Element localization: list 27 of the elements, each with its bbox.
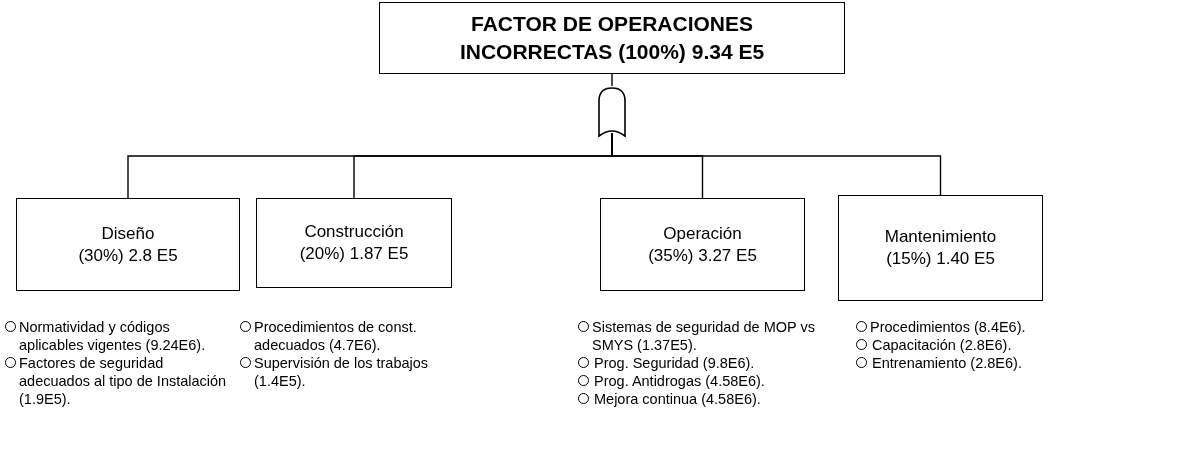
event-value: (20%) 1.87 E5 bbox=[299, 243, 409, 265]
basic-event-text: Procedimientos de const. adecuados (4.7E6). bbox=[254, 318, 418, 354]
event-box bbox=[600, 198, 805, 291]
event-name: Mantenimiento bbox=[884, 226, 997, 248]
basic-event-text: Entrenamiento (2.8E6). bbox=[872, 354, 1022, 372]
basic-event-text: Factores de seguridad adecuados al tipo de Instalación (1.9E5). bbox=[19, 354, 228, 408]
event-box bbox=[256, 198, 452, 288]
event-value: (35%) 3.27 E5 bbox=[648, 244, 757, 267]
top-event-box bbox=[379, 2, 845, 74]
basic-event-text: Supervisión de los trabajos (1.4E5). bbox=[254, 354, 430, 390]
basic-event-text: Sistemas de seguridad de MOP vs SMYS (1.37E5). bbox=[592, 318, 816, 354]
or-gate-symbol bbox=[597, 86, 627, 138]
event-name: Construcción bbox=[304, 221, 404, 243]
event-value: (30%) 2.8 E5 bbox=[78, 244, 178, 267]
basic-event-text: Prog. Seguridad (9.8E6). bbox=[594, 354, 755, 372]
basic-event-text: Prog. Antidrogas (4.58E6). bbox=[594, 372, 765, 390]
basic-event-text: Mejora continua (4.58E6). bbox=[594, 390, 761, 408]
basic-event-text: Capacitación (2.8E6). bbox=[872, 336, 1012, 354]
event-box bbox=[16, 198, 240, 291]
basic-event-text: Normatividad y códigos aplicables vigentes (9.24E6). bbox=[19, 318, 207, 354]
basic-event-text: Procedimientos (8.4E6). bbox=[870, 318, 1026, 336]
connector-line bbox=[611, 73, 613, 87]
event-name: Operación bbox=[663, 222, 742, 245]
event-box bbox=[838, 195, 1043, 301]
event-value: (15%) 1.40 E5 bbox=[886, 248, 995, 270]
event-title: FACTOR DE OPERACIONES INCORRECTAS (100%) 9.34 E5 bbox=[458, 11, 766, 65]
event-name: Diseño bbox=[101, 222, 155, 245]
